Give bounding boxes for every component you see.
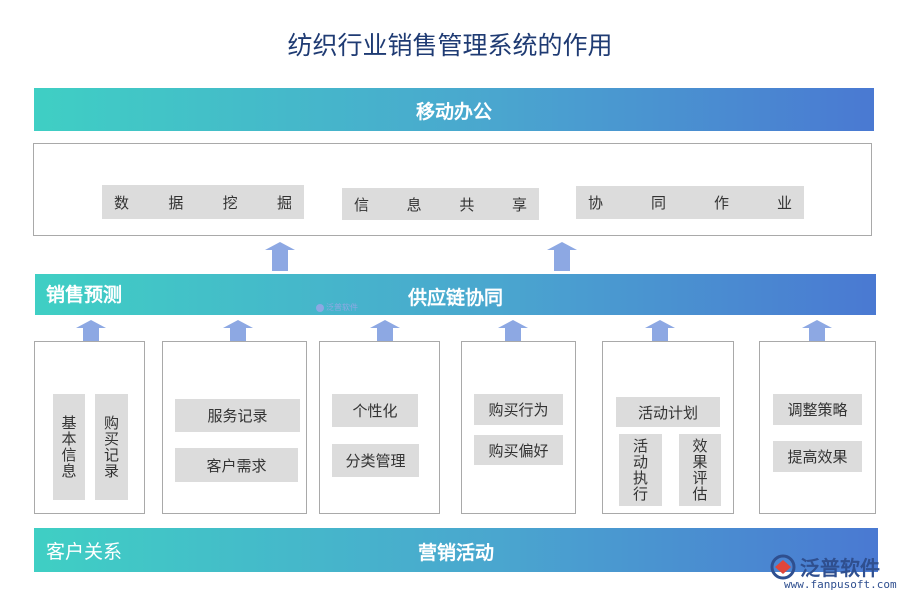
fanpu-url: www.fanpusoft.com bbox=[784, 578, 897, 591]
up-arrow-icon bbox=[547, 242, 577, 271]
middle-band-left-label: 销售预测 bbox=[46, 284, 123, 306]
bottom-band: 客户关系 营销活动 bbox=[34, 528, 878, 572]
chip-collaboration: 协同作业 bbox=[576, 186, 804, 219]
fanpu-logo-icon bbox=[770, 554, 796, 579]
chip-data-mining-text: 数据挖掘 bbox=[114, 193, 292, 212]
fanpu-logo-row: 泛普软件 bbox=[770, 552, 897, 581]
chip-purchase-record: 购买记录 bbox=[95, 394, 128, 500]
middle-band: 销售预测 供应链协同 bbox=[35, 274, 876, 315]
watermark-small-icon bbox=[316, 303, 324, 312]
fanpu-logo: 泛普软件 www.fanpusoft.com bbox=[770, 552, 897, 591]
top-band-label: 移动办公 bbox=[415, 101, 492, 123]
chip-data-mining: 数据挖掘 bbox=[102, 185, 304, 219]
chip-personalization: 个性化 bbox=[332, 394, 418, 427]
chip-category-management: 分类管理 bbox=[332, 444, 419, 477]
diagram-title: 纺织行业销售管理系统的作用 bbox=[287, 31, 613, 60]
chip-purchase-behavior: 购买行为 bbox=[474, 394, 563, 425]
bottom-band-left-label: 客户关系 bbox=[46, 541, 123, 563]
chip-adjust-strategy: 调整策略 bbox=[773, 394, 862, 425]
chip-collaboration-text: 协同作业 bbox=[588, 194, 792, 212]
fanpu-logo-text: 泛普软件 bbox=[800, 556, 880, 580]
chip-effect-evaluation: 效果评估 bbox=[679, 434, 721, 506]
up-arrow-icon bbox=[265, 242, 295, 271]
watermark-small: 泛普软件 bbox=[316, 302, 358, 313]
middle-band-center-label: 供应链协同 bbox=[407, 287, 503, 309]
chip-improve-effect: 提高效果 bbox=[773, 441, 862, 472]
chip-info-sharing: 信息共享 bbox=[342, 188, 539, 220]
bottom-band-center-label: 营销活动 bbox=[417, 542, 494, 564]
chip-customer-demand: 客户需求 bbox=[175, 448, 298, 482]
chip-info-sharing-text: 信息共享 bbox=[354, 195, 527, 214]
chip-service-record: 服务记录 bbox=[175, 399, 300, 432]
column-box-3 bbox=[319, 341, 440, 514]
column-box-1 bbox=[34, 341, 145, 514]
chip-activity-plan: 活动计划 bbox=[616, 397, 720, 427]
top-band: 移动办公 bbox=[34, 88, 874, 131]
watermark-small-text: 泛普软件 bbox=[326, 303, 358, 312]
column-box-4 bbox=[461, 341, 576, 514]
chip-basic-info: 基本信息 bbox=[53, 394, 85, 500]
up-arrow-icon bbox=[802, 320, 832, 341]
chip-activity-execution: 活动执行 bbox=[619, 434, 662, 506]
chip-purchase-preference: 购买偏好 bbox=[474, 435, 563, 465]
column-box-6 bbox=[759, 341, 876, 514]
